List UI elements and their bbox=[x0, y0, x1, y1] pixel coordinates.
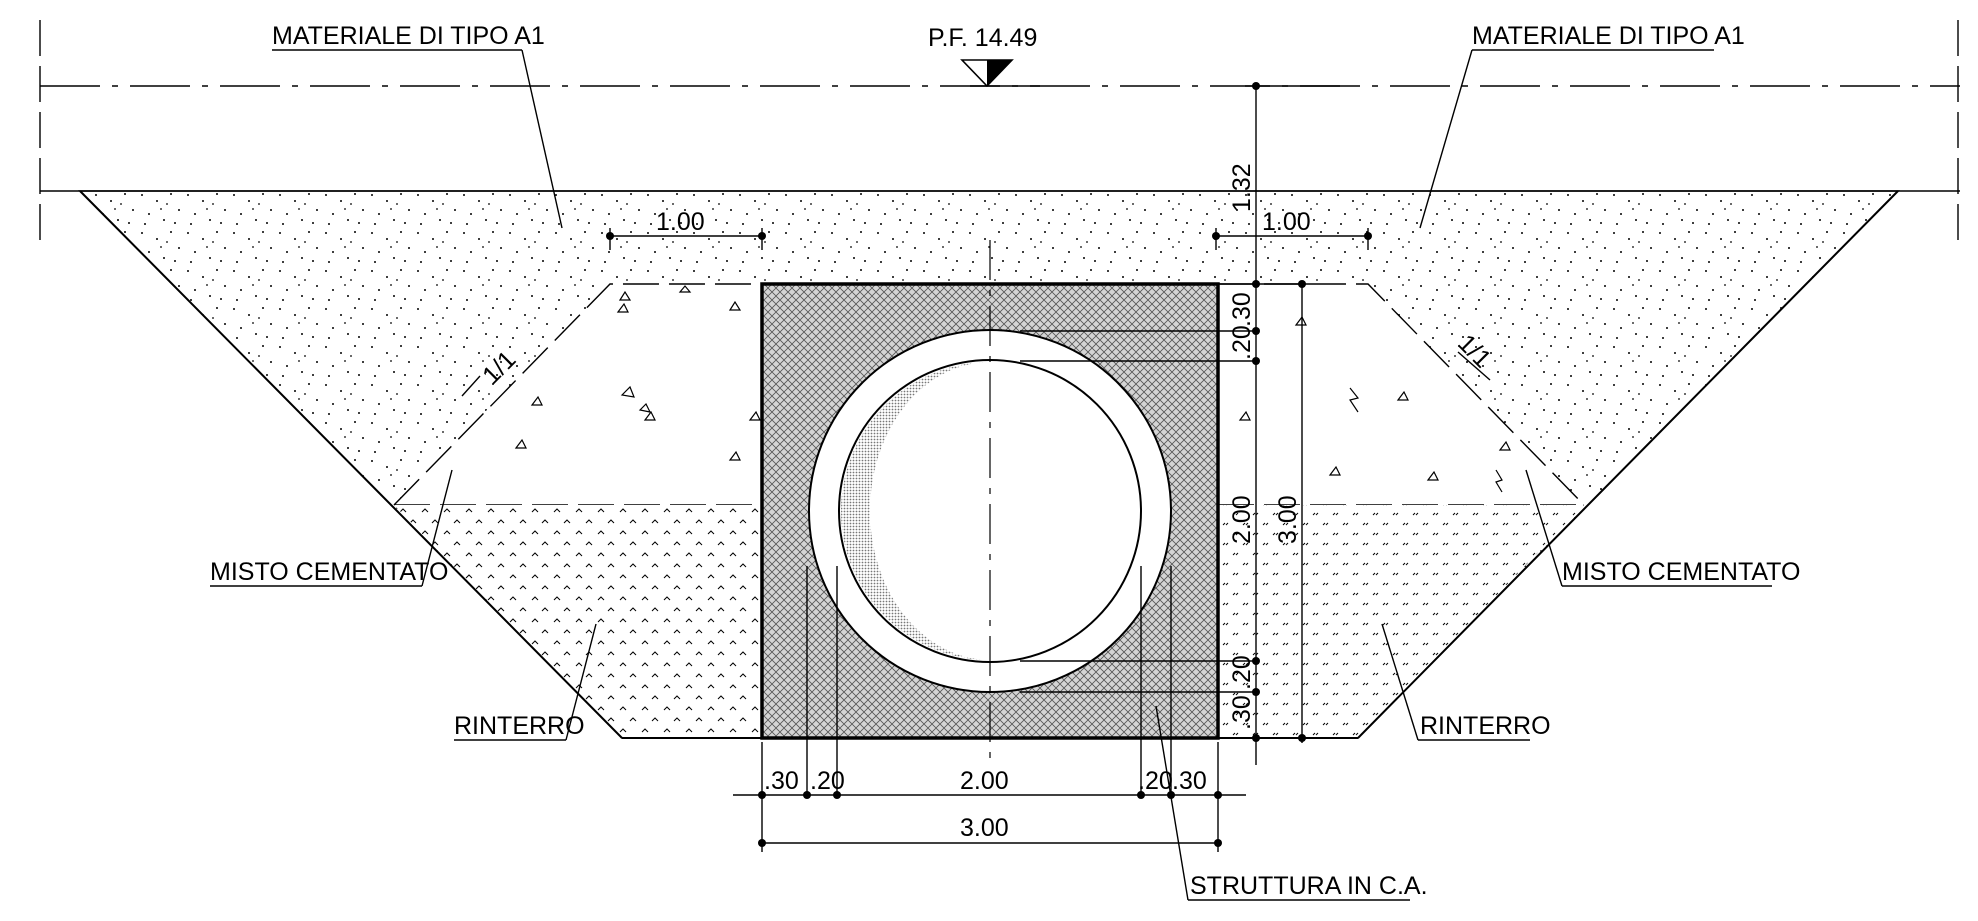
dim-bottom-left-wall: .30 bbox=[764, 767, 799, 795]
dim-bottom-right-wall: .30 bbox=[1172, 767, 1207, 795]
label-misto-left: MISTO CEMENTATO bbox=[210, 558, 448, 586]
label-material-right: MATERIALE DI TIPO A1 bbox=[1472, 22, 1745, 50]
dim-inner-height: 2.00 bbox=[1228, 495, 1256, 544]
misto-cementato-marks bbox=[514, 285, 1511, 493]
dim-bottom-inner-width: 2.00 bbox=[960, 767, 1009, 795]
label-level-mark: P.F. 14.49 bbox=[928, 24, 1037, 52]
rinterro-right-pattern bbox=[1218, 505, 1584, 738]
label-leaders bbox=[210, 49, 1772, 901]
misto-cementato-right bbox=[1218, 284, 1584, 505]
dim-bottom-outer-width: 3.00 bbox=[960, 814, 1009, 842]
dim-cover-depth: 1.32 bbox=[1228, 163, 1256, 212]
label-rinterro-left: RINTERRO bbox=[454, 712, 585, 740]
pipe-shading-crescent bbox=[841, 362, 990, 660]
right-dimension-chain bbox=[1218, 82, 1340, 765]
dim-gap-bottom: .20 bbox=[1228, 655, 1256, 690]
right-horizontal-leaders bbox=[1020, 330, 1256, 693]
label-material-left: MATERIALE DI TIPO A1 bbox=[272, 22, 545, 50]
label-rinterro-right: RINTERRO bbox=[1420, 712, 1551, 740]
dim-berm-left: 1.00 bbox=[656, 208, 705, 236]
bottom-dimension-chain bbox=[733, 742, 1246, 852]
dim-wall-top: .30 bbox=[1228, 292, 1256, 327]
dim-berm-right: 1.00 bbox=[1262, 208, 1311, 236]
label-structure: STRUTTURA IN C.A. bbox=[1190, 872, 1428, 900]
inner-vertical-leaders bbox=[806, 566, 1172, 795]
level-marker-icon bbox=[960, 59, 1040, 88]
misto-cementato-left bbox=[394, 284, 762, 505]
dim-wall-bottom: .30 bbox=[1228, 695, 1256, 730]
dim-outer-height: 3.00 bbox=[1274, 495, 1302, 544]
dim-gap-top: .20 bbox=[1228, 325, 1256, 360]
rinterro-left-pattern bbox=[394, 505, 762, 738]
dim-bottom-left-gap: .20 bbox=[810, 767, 845, 795]
label-misto-right: MISTO CEMENTATO bbox=[1562, 558, 1800, 586]
berm-dimensions bbox=[606, 228, 1372, 250]
dim-bottom-right-gap: .20 bbox=[1138, 767, 1173, 795]
